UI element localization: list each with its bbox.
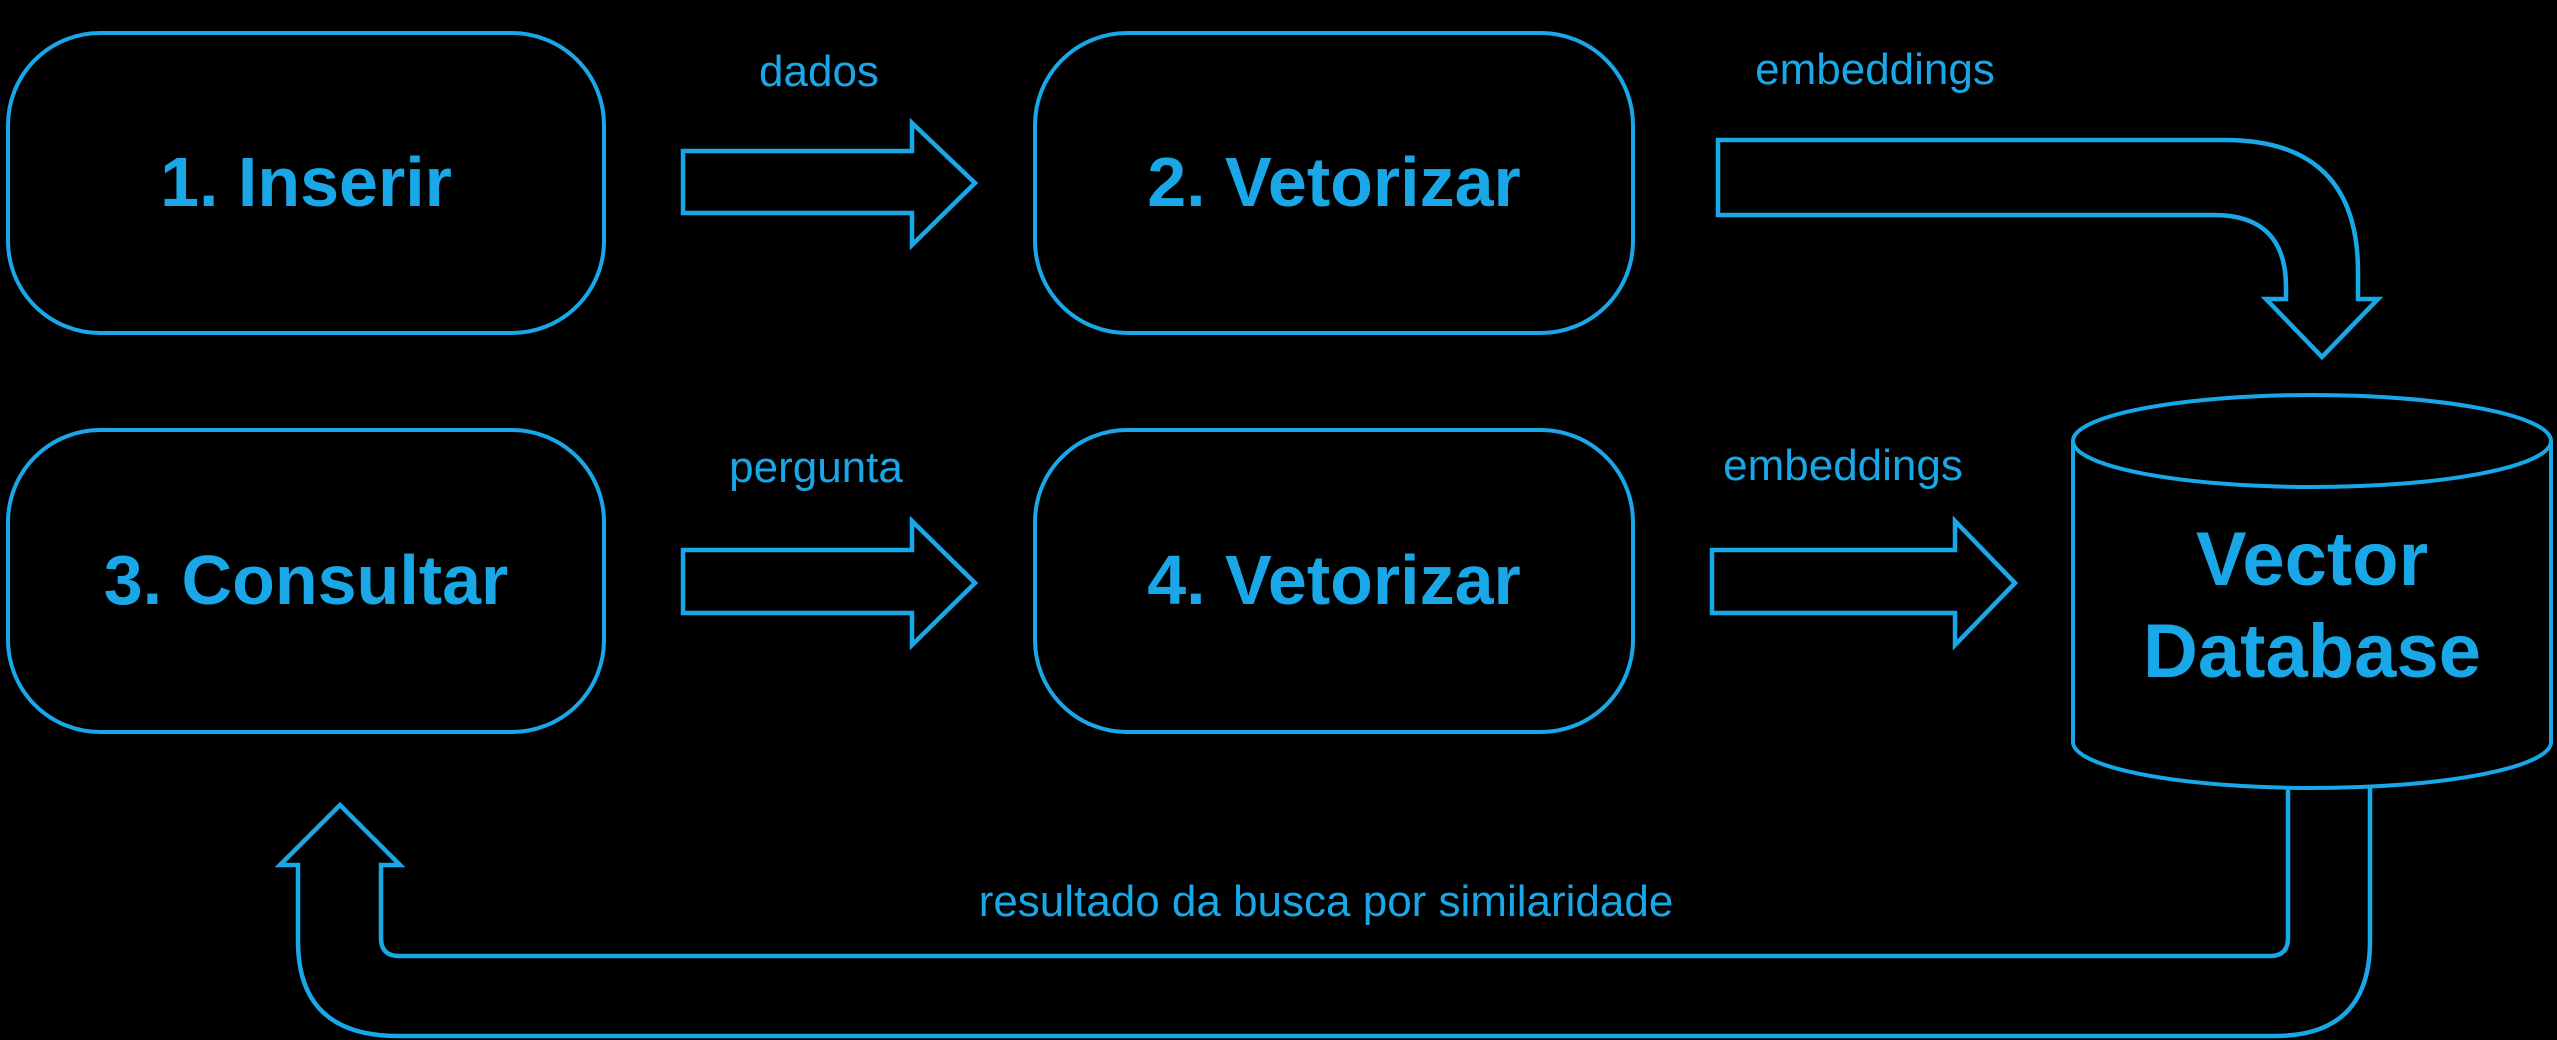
- edge-label-pergunta: pergunta: [729, 443, 903, 492]
- cylinder-body: [2071, 441, 2553, 790]
- database-label-line2: Database: [2143, 609, 2481, 694]
- cylinder-top: [2071, 393, 2553, 489]
- database-label-line1: Vector: [2196, 517, 2428, 602]
- box-vetorizar-top: [1033, 31, 1635, 335]
- box-consultar-label: 3. Consultar: [104, 541, 509, 619]
- arrow-resultado-icon: [274, 786, 2373, 1039]
- edge-label-embeddings-top: embeddings: [1755, 45, 1995, 94]
- arrow-embeddings-top-icon: [1715, 137, 2384, 361]
- vector-database-cylinder: [2071, 393, 2553, 790]
- box-consultar: [6, 428, 606, 734]
- edge-label-resultado: resultado da busca por similaridade: [979, 877, 1674, 926]
- arrow-pergunta-icon: [680, 515, 979, 651]
- box-inserir-label: 1. Inserir: [160, 143, 452, 221]
- box-inserir: [6, 31, 606, 335]
- box-vetorizar-bottom-label: 4. Vetorizar: [1147, 541, 1521, 619]
- box-vetorizar-bottom: [1033, 428, 1635, 734]
- arrow-dados-icon: [680, 117, 979, 251]
- box-vetorizar-top-label: 2. Vetorizar: [1147, 143, 1521, 221]
- edge-label-embeddings-bottom: embeddings: [1723, 441, 1963, 490]
- edge-label-dados: dados: [759, 47, 879, 96]
- arrow-embeddings-bottom-icon: [1709, 515, 2019, 651]
